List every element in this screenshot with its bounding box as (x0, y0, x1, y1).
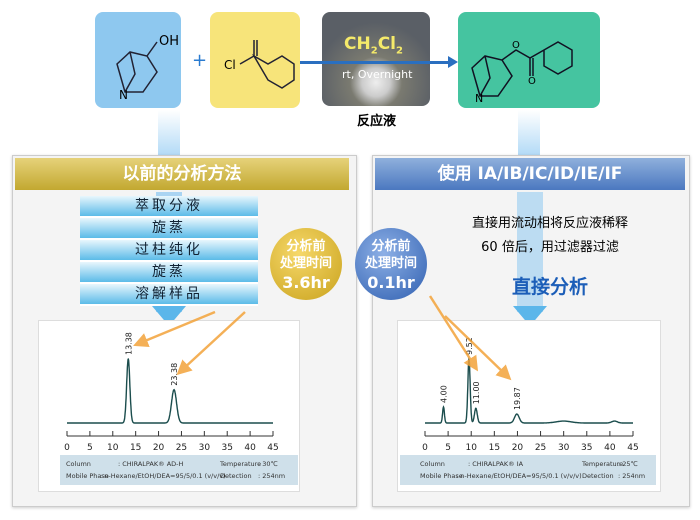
value: : n-Hexane/EtOH/DEA=95/5/0.1 (v/v/v) (456, 472, 582, 480)
x-tick-label: 20 (153, 443, 165, 453)
value: : 254nm (618, 472, 646, 480)
arrow (176, 311, 246, 376)
label: Temperature (582, 460, 624, 468)
product-structure (471, 41, 573, 97)
o-label: O (528, 76, 536, 87)
right-conditions: Column : CHIRALPAK® IA Mobile Phase: n-He… (400, 455, 656, 485)
x-tick-label: 10 (107, 443, 119, 453)
acyl-chloride-box: Cl (210, 12, 300, 108)
label: Column (420, 460, 445, 468)
condition-label: rt, Overnight (342, 68, 413, 81)
direct-analysis-label: 直接分析 (511, 276, 588, 298)
x-tick-label: 45 (267, 443, 278, 453)
value: : CHIRALPAK® IA (468, 460, 524, 468)
description: 直接用流动相将反应液稀释 (471, 216, 628, 231)
x-tick-label: 20 (512, 443, 524, 453)
value: : 30℃ (258, 460, 278, 468)
oh-label: OH (159, 34, 180, 49)
badge-line: 分析前 (371, 239, 411, 254)
left-conditions: Column : CHIRALPAK® AD-H Mobile Phase: n-… (60, 455, 298, 485)
flow-band-left (158, 110, 180, 166)
label: Temperature (220, 460, 262, 468)
x-tick-label: 5 (445, 443, 451, 453)
x-tick-label: 15 (489, 443, 500, 453)
right-time-badge: 分析前 处理时间 0.1hr (355, 228, 427, 300)
x-tick-label: 0 (64, 443, 70, 453)
step-evaporation: 旋蒸 (80, 218, 258, 240)
x-tick-label: 40 (244, 443, 256, 453)
alcohol-box: OH N (95, 12, 181, 108)
description: 60 倍后，用过滤器过滤 (481, 240, 619, 255)
quinuclidinol-structure (116, 41, 158, 93)
right-panel-title: 使用 IA/IB/IC/ID/IE/IF (375, 158, 685, 190)
badge-line: 处理时间 (279, 256, 332, 271)
x-tick-label: 25 (535, 443, 546, 453)
plus-sign: + (192, 50, 208, 71)
value: : CHIRALPAK® AD-H (118, 460, 184, 468)
x-tick-label: 45 (627, 443, 638, 453)
badge-line: 分析前 (286, 239, 326, 254)
peak-label: 4.00 (439, 385, 448, 403)
step-extraction: 萃取分液 (80, 196, 258, 218)
label: Detection (582, 472, 614, 480)
x-tick-label: 35 (581, 443, 592, 453)
chromatogram-trace (67, 358, 273, 424)
x-tick-label: 25 (176, 443, 187, 453)
x-tick-label: 35 (221, 443, 232, 453)
value: : n-Hexane/EtOH/DEA=95/5/0.1 (v/v/v) (100, 472, 226, 480)
label: Mobile Phase (420, 472, 463, 480)
chromatogram-trace (425, 357, 633, 424)
flow-band-right (518, 110, 540, 166)
label: Mobile Phase (66, 472, 109, 480)
x-tick-label: 10 (465, 443, 477, 453)
n-label: N (119, 88, 128, 102)
peak-label: 9.52 (465, 337, 474, 355)
reaction-arrow (300, 61, 450, 64)
solvent-label: CH2Cl2 (344, 34, 403, 57)
o-label: O (512, 40, 520, 51)
benzoyl-chloride-structure (239, 40, 295, 89)
cl-label: Cl (224, 58, 236, 72)
x-tick-label: 15 (130, 443, 141, 453)
x-tick-label: 30 (199, 443, 211, 453)
peak-label: 19.87 (513, 387, 522, 410)
x-tick-label: 30 (558, 443, 570, 453)
reaction-photo: CH2Cl2 rt, Overnight (322, 12, 430, 106)
peak-label: 13.38 (124, 332, 133, 355)
x-tick-label: 40 (604, 443, 616, 453)
arrow (444, 315, 512, 381)
peak-label: 23.38 (170, 363, 179, 386)
arrow (428, 295, 479, 372)
n-label: N (475, 92, 484, 105)
badge-time: 0.1hr (367, 273, 415, 292)
x-tick-label: 0 (422, 443, 428, 453)
left-panel-title: 以前的分析方法 (15, 158, 349, 190)
x-tick-label: 5 (87, 443, 93, 453)
arrow (133, 310, 216, 348)
badge-line: 处理时间 (364, 256, 417, 271)
left-time-badge: 分析前 处理时间 3.6hr (270, 228, 342, 300)
step-evaporation-2: 旋蒸 (80, 262, 258, 284)
product-box: O O N (458, 12, 600, 108)
step-dissolve: 溶解样品 (80, 284, 258, 306)
step-column: 过柱纯化 (80, 240, 258, 262)
badge-time: 3.6hr (282, 273, 330, 292)
right-flow (517, 192, 543, 312)
reaction-caption: 反应液 (357, 114, 397, 129)
peak-label: 11.00 (472, 381, 481, 404)
value: : 254nm (258, 472, 286, 480)
label: Detection (220, 472, 252, 480)
value: : 25℃ (618, 460, 638, 468)
label: Column (66, 460, 91, 468)
arrow-head-icon (448, 56, 458, 68)
